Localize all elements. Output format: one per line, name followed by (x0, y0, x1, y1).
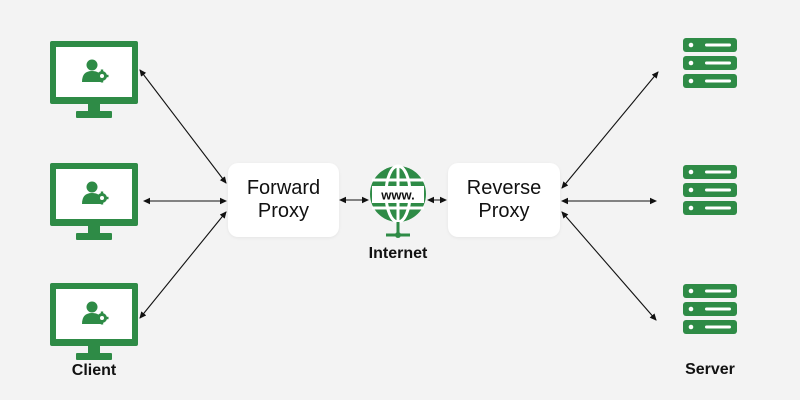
client-monitor-icon (50, 163, 138, 240)
arrow-reverse-server1 (561, 71, 659, 189)
reverse-proxy-box: Reverse Proxy (448, 163, 560, 237)
arrow-reverse-server3 (561, 211, 657, 321)
server-rack-icon (683, 284, 737, 334)
arrow-client3-forward (139, 211, 227, 319)
globe-www-text: www. (380, 188, 414, 203)
globe-www-icon: www. (370, 164, 426, 238)
client-monitor-icon (50, 41, 138, 118)
client-monitor-icon (50, 283, 138, 360)
forward-proxy-box: Forward Proxy (228, 163, 339, 237)
reverse-proxy-label: Reverse Proxy (466, 177, 542, 222)
arrow-client1-forward (139, 69, 227, 184)
server-rack-icon (683, 38, 737, 88)
server-label: Server (685, 361, 735, 378)
client-label: Client (71, 362, 117, 379)
internet-label: Internet (368, 245, 428, 262)
forward-proxy-label: Forward Proxy (246, 177, 321, 222)
server-rack-icon (683, 165, 737, 215)
